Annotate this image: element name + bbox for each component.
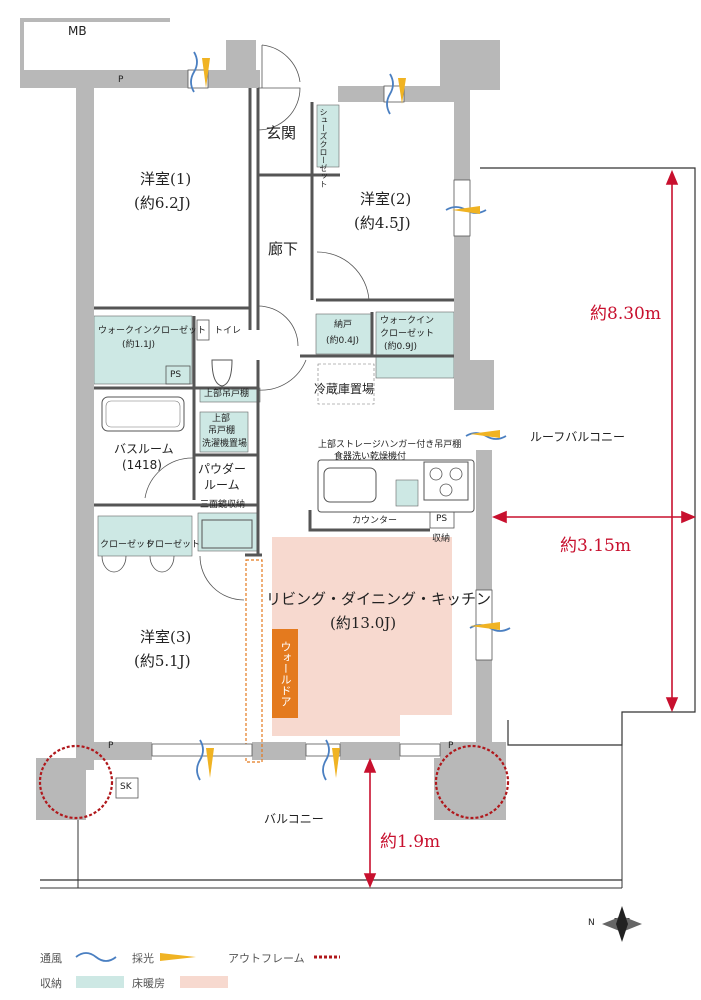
upper-shelf-label: 上部吊戸棚 bbox=[204, 389, 250, 399]
fridge-space bbox=[317, 363, 375, 405]
dim-830-label: 約8.30m bbox=[590, 304, 661, 324]
closet-area bbox=[97, 515, 193, 557]
dimension-lines bbox=[363, 169, 697, 889]
legend-floor-heating-icon bbox=[180, 976, 228, 988]
burner-icons bbox=[429, 467, 463, 497]
door-swings bbox=[144, 44, 370, 601]
toilet-label: トイレ bbox=[214, 326, 242, 336]
shoe-closet-area bbox=[316, 104, 340, 168]
p-label-1: P bbox=[118, 75, 124, 85]
closet-doors bbox=[101, 555, 175, 573]
bathtub bbox=[101, 396, 185, 432]
compass-icon bbox=[602, 906, 642, 942]
legend-light-icon bbox=[160, 953, 196, 961]
outer-walls bbox=[20, 18, 506, 820]
wic2-size: (約0.9J) bbox=[384, 342, 417, 352]
room3-name: 洋室(3) bbox=[140, 628, 192, 646]
wall-door-track bbox=[245, 559, 263, 763]
room2-size: (約4.5J) bbox=[354, 214, 411, 232]
bath-size: (1418) bbox=[122, 458, 162, 472]
kitchen-storage-area bbox=[395, 479, 419, 507]
wic2-name2: クローゼット bbox=[380, 329, 435, 339]
bath-name: バスルーム bbox=[114, 442, 174, 456]
ldk-name: リビング・ダイニング・キッチン bbox=[266, 590, 492, 608]
legend-floor-heating-text: 床暖房 bbox=[132, 977, 165, 990]
closet-label-b: クローゼット bbox=[146, 540, 201, 550]
closet-label-a: クローゼット bbox=[100, 540, 155, 550]
ps-box bbox=[165, 365, 191, 385]
room1-name: 洋室(1) bbox=[140, 170, 192, 188]
out-frame-left bbox=[38, 744, 114, 820]
legend-out-frame-text: アウトフレーム bbox=[228, 952, 305, 965]
room2-name: 洋室(2) bbox=[360, 190, 412, 208]
powder-a: パウダー bbox=[198, 462, 247, 476]
counter-label: カウンター bbox=[352, 516, 398, 526]
interior-walls bbox=[94, 88, 454, 557]
wic2-area bbox=[375, 311, 455, 379]
sk-box bbox=[115, 777, 139, 799]
mb-label: MB bbox=[68, 24, 87, 38]
ps-label-2: PS bbox=[436, 514, 448, 524]
floor-heating-cut bbox=[400, 715, 452, 737]
legend-storage-icon bbox=[76, 976, 124, 988]
mirror-storage-area bbox=[197, 512, 259, 552]
fridge-label: 冷蔵庫置場 bbox=[314, 382, 375, 396]
upper-shelf2-b: 吊戸棚 bbox=[208, 426, 236, 436]
hall-label: 廊下 bbox=[268, 240, 299, 258]
balcony-label: バルコニー bbox=[264, 812, 324, 826]
light-icons bbox=[202, 58, 500, 778]
wic1-name: ウォークインクローゼット bbox=[98, 326, 207, 336]
sk-label: SK bbox=[120, 782, 132, 792]
kitchen-counter bbox=[317, 459, 475, 513]
room3-size: (約5.1J) bbox=[134, 652, 191, 670]
roof-balcony-outline bbox=[480, 167, 696, 746]
upper-shelf2-a: 上部 bbox=[212, 414, 231, 424]
laundry-label: 洗濯機置場 bbox=[202, 439, 248, 449]
cooktop bbox=[423, 461, 469, 501]
ps-label-1: PS bbox=[170, 370, 182, 380]
mirror-label: 三面鏡収納 bbox=[200, 500, 246, 510]
washbasin bbox=[201, 519, 253, 549]
ldk-size: (約13.0J) bbox=[330, 614, 397, 632]
legend-wind-text: 通風 bbox=[40, 952, 62, 965]
dishwasher-label: 食器洗い乾燥機付 bbox=[334, 452, 407, 462]
storage-label: 収納 bbox=[432, 534, 451, 544]
upper-shelf2-area bbox=[199, 411, 249, 453]
legend-wind-icon bbox=[75, 952, 117, 962]
floor-heating-area bbox=[272, 537, 452, 736]
counter-wall bbox=[308, 510, 430, 532]
sink bbox=[323, 467, 377, 503]
powder-b: ルーム bbox=[204, 478, 240, 492]
entrance-label: 玄関 bbox=[266, 124, 297, 142]
legend-storage-text: 収納 bbox=[40, 977, 62, 990]
roof-balcony-label: ルーフバルコニー bbox=[530, 430, 626, 444]
dim-315-label: 約3.15m bbox=[560, 536, 631, 556]
toilet-tank bbox=[196, 319, 210, 341]
room1-size: (約6.2J) bbox=[134, 194, 191, 212]
shoe-closet-label: シューズクローゼット bbox=[319, 108, 328, 188]
wic1-size: (約1.1J) bbox=[122, 340, 155, 350]
legend-light-text: 採光 bbox=[132, 952, 154, 965]
bathtub-inner bbox=[105, 400, 181, 428]
compass-n-label: N bbox=[588, 918, 595, 928]
p-label-3: P bbox=[448, 741, 454, 751]
kitchen-storage-label: 上部ストレージハンガー付き吊戸棚 bbox=[318, 440, 462, 450]
out-frame-right bbox=[434, 744, 510, 820]
toilet-fixture bbox=[211, 359, 233, 387]
dim-19-label: 約1.9m bbox=[380, 832, 441, 852]
nando-size: (約0.4J) bbox=[326, 336, 359, 346]
wall-door-label: ウォールドア bbox=[272, 629, 298, 718]
kitchen-ps bbox=[429, 511, 455, 529]
wic2-name: ウォークイン bbox=[380, 316, 435, 326]
nando-name: 納戸 bbox=[334, 320, 353, 330]
nando-area bbox=[315, 313, 373, 355]
p-label-2: P bbox=[108, 741, 114, 751]
